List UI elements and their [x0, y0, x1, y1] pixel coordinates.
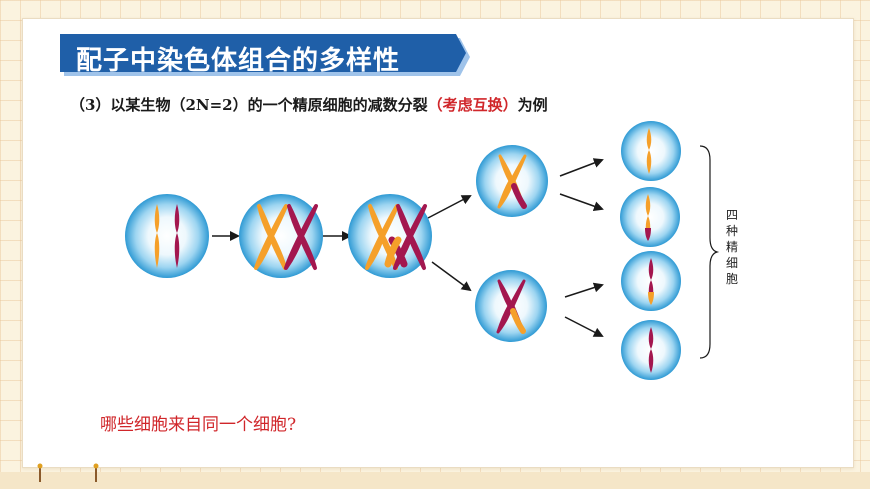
arrow-3 — [427, 195, 472, 219]
cell-secondary-bottom — [475, 270, 547, 342]
subtitle-suffix: 为例 — [517, 96, 548, 114]
sperm-cell-3 — [621, 251, 681, 311]
sperm-cell-1 — [621, 121, 681, 181]
arrow-4 — [431, 261, 472, 292]
chromatid-purple — [174, 204, 180, 268]
cell-membrane — [348, 194, 432, 278]
cell-membrane — [621, 121, 681, 181]
arrow-5 — [559, 158, 604, 177]
title-banner-shape — [60, 34, 470, 76]
subtitle-prefix: （3）以某生物（2N=2）的一个精原细胞的减数分裂 — [70, 96, 428, 114]
grouping-brace — [699, 145, 720, 359]
arrow-7 — [564, 282, 604, 298]
chromatid-orange — [646, 128, 652, 174]
title-banner: 配子中染色体组合的多样性 — [60, 34, 470, 80]
question-text: 哪些细胞来自同一个细胞? — [100, 415, 297, 435]
cell-membrane — [125, 194, 209, 278]
cell-replicated — [239, 194, 323, 278]
bottom-decoration — [37, 463, 99, 482]
page-title: 配子中染色体组合的多样性 — [76, 46, 401, 76]
arrow-6 — [559, 193, 604, 212]
chromatid-purple — [648, 327, 654, 373]
subtitle-highlight: （考虑互换） — [427, 96, 518, 114]
arrows — [212, 158, 604, 337]
chromatid-orange — [154, 204, 160, 268]
crossover-segment-orange — [384, 236, 402, 268]
cell-secondary-top — [476, 145, 548, 217]
crossover-segment-orange — [510, 308, 526, 334]
sperm-cell-2 — [620, 187, 680, 247]
cell-primary — [125, 194, 209, 278]
bottom-strip — [0, 472, 870, 489]
crossover-segment-orange — [648, 292, 654, 305]
cell-membrane — [620, 187, 680, 247]
subtitle: （3）以某生物（2N=2）的一个精原细胞的减数分裂（考虑互换）为例 — [70, 94, 548, 115]
sperm-cell-4 — [621, 320, 681, 380]
sperm-cell-group-label: 四种精细胞 — [725, 208, 738, 286]
cell-crossing-over — [348, 194, 432, 278]
chromosome-purple — [284, 204, 318, 270]
crossover-segment-purple — [645, 228, 651, 241]
crossover-segment-purple — [511, 183, 527, 209]
arrow-8 — [564, 316, 604, 337]
cell-membrane — [239, 194, 323, 278]
